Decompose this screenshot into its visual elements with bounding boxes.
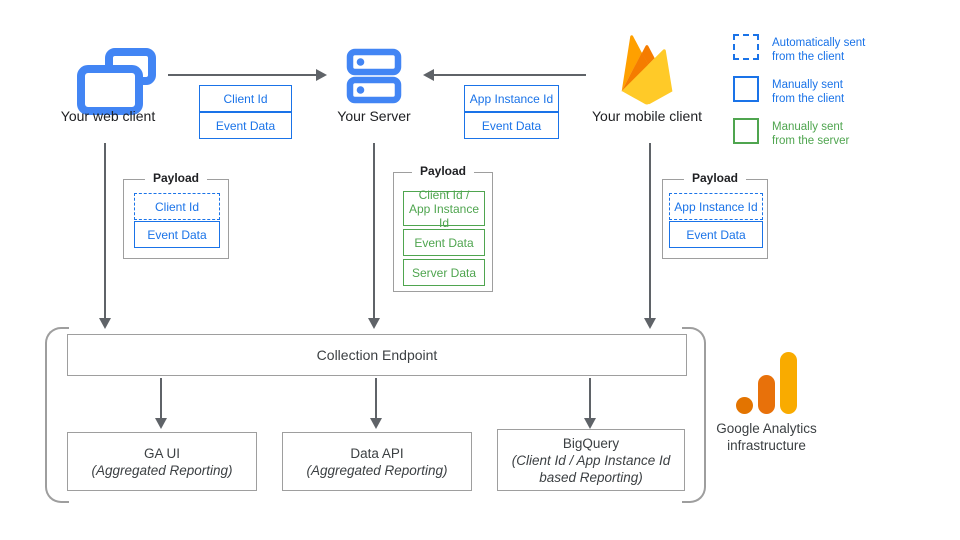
- payload-item-app-instance-id: App Instance Id: [669, 193, 763, 220]
- payload-item-client-id: Client Id: [134, 193, 220, 220]
- ga-ui-box: GA UI (Aggregated Reporting): [67, 432, 257, 491]
- flow-label-event-data-web: Event Data: [199, 112, 292, 139]
- google-analytics-icon: [736, 352, 797, 414]
- payload-box-server: Payload Client Id / App Instance Id Even…: [393, 164, 493, 292]
- payload-item-event-data: Event Data: [134, 221, 220, 248]
- collection-endpoint-label: Collection Endpoint: [316, 346, 438, 363]
- arrow-web-down: [99, 143, 111, 329]
- arrow-endpoint-to-gaui: [155, 378, 167, 429]
- bigquery-box: BigQuery (Client Id / App Instance Id ba…: [497, 429, 685, 491]
- payload-title: Payload: [144, 171, 208, 185]
- data-api-subtitle: (Aggregated Reporting): [306, 462, 448, 478]
- legend-swatch-solid-blue: [733, 76, 759, 102]
- data-api-box: Data API (Aggregated Reporting): [282, 432, 472, 491]
- arrow-mobile-to-server: [423, 69, 586, 81]
- ga-ui-subtitle: (Aggregated Reporting): [91, 462, 233, 478]
- ga-infrastructure-caption: Google Analytics infrastructure: [716, 421, 817, 453]
- bracket-left: [45, 327, 69, 503]
- legend-swatch-solid-green: [733, 118, 759, 144]
- payload-box-mobile: Payload App Instance Id Event Data: [662, 171, 768, 259]
- arrow-mobile-down: [644, 143, 656, 329]
- web-client-icon: [77, 48, 156, 115]
- payload-box-web: Payload Client Id Event Data: [123, 171, 229, 259]
- server-label: Your Server: [337, 108, 411, 124]
- ga-ui-title: GA UI: [143, 445, 180, 461]
- payload-title: Payload: [411, 164, 475, 178]
- arrow-endpoint-to-bigquery: [584, 378, 596, 429]
- arrow-web-to-server: [168, 69, 327, 81]
- data-api-title: Data API: [350, 445, 404, 461]
- payload-item-client-or-app-id: Client Id / App Instance Id: [403, 188, 485, 230]
- payload-title: Payload: [683, 171, 747, 185]
- flow-label-event-data-mobile: Event Data: [464, 112, 559, 139]
- collection-endpoint-box: Collection Endpoint: [67, 334, 687, 376]
- bracket-right: [682, 327, 706, 503]
- bigquery-subtitle: (Client Id / App Instance Id based Repor…: [511, 452, 671, 485]
- mobile-client-label: Your mobile client: [592, 108, 702, 124]
- arrow-endpoint-to-dataapi: [370, 378, 382, 429]
- firebase-icon: [621, 35, 673, 105]
- server-icon: [346, 48, 402, 104]
- flow-label-client-id: Client Id: [199, 85, 292, 112]
- legend-swatch-dashed-blue: [733, 34, 759, 60]
- web-client-label: Your web client: [60, 108, 156, 124]
- payload-item-server-data: Server Data: [403, 259, 485, 286]
- flow-label-app-instance-id: App Instance Id: [464, 85, 559, 112]
- bigquery-title: BigQuery: [562, 435, 620, 451]
- payload-item-event-data: Event Data: [403, 229, 485, 256]
- payload-item-event-data: Event Data: [669, 221, 763, 248]
- arrow-server-down: [368, 143, 380, 329]
